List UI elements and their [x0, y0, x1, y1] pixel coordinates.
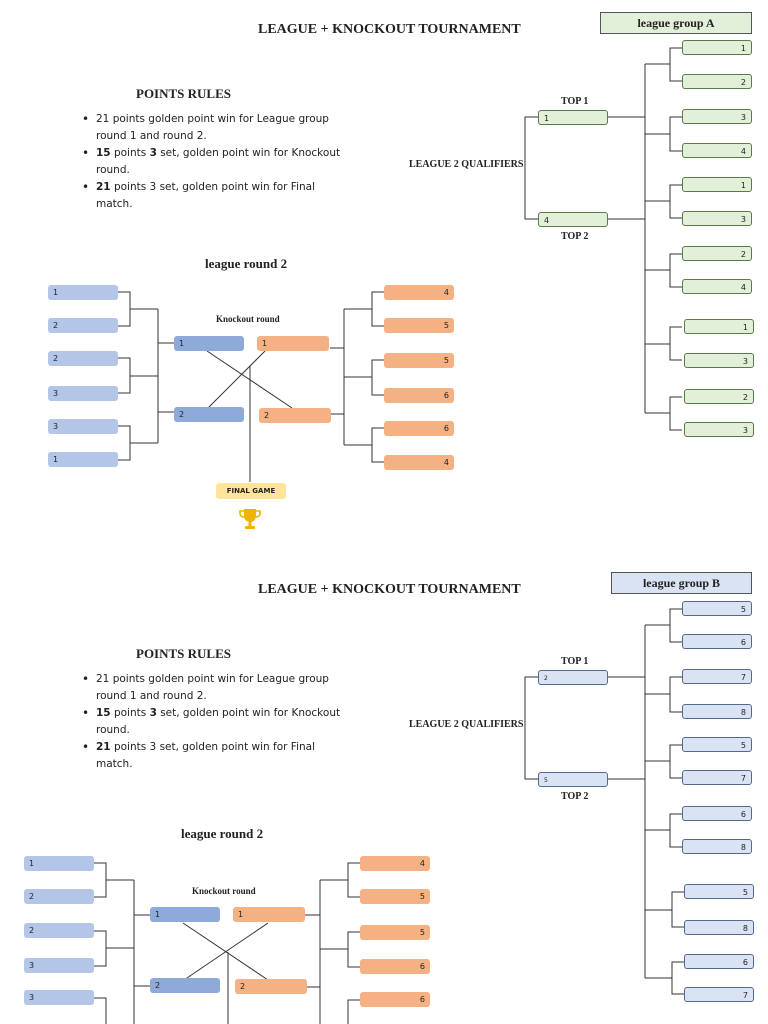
group-slot: 4	[682, 279, 752, 294]
knockout-label: Knockout round	[192, 886, 256, 896]
league-right-slot: 6	[360, 959, 430, 974]
group-slot: 3	[684, 422, 754, 437]
top1-label: TOP 1	[561, 656, 589, 667]
knockout-left-slot: 1	[174, 336, 244, 351]
league-left-slot: 3	[48, 386, 118, 401]
league-right-slot: 6	[384, 421, 454, 436]
group-label-box: league group A	[600, 12, 752, 34]
top1-label: TOP 1	[561, 96, 589, 107]
league-round-label: league round 2	[181, 826, 264, 841]
points-rules-heading: POINTS RULES	[136, 646, 231, 661]
points-rules-list: 21 points golden point win for League gr…	[80, 111, 350, 213]
league-left-slot: 2	[48, 351, 118, 366]
group-slot: 3	[682, 109, 752, 124]
bracket-lines-a	[118, 47, 682, 482]
league-right-slot: 5	[360, 925, 430, 940]
league-left-slot: 2	[24, 889, 94, 904]
rule-item: 15 points 3 set, golden point win for Kn…	[80, 145, 350, 179]
page-title: LEAGUE + KNOCKOUT TOURNAMENT	[258, 22, 521, 37]
knockout-left-slot: 1	[150, 907, 220, 922]
knockout-right-slot: 2	[235, 979, 307, 994]
tournament-section-a: LEAGUE + KNOCKOUT TOURNAMENT POINTS RULE…	[0, 0, 768, 560]
knockout-left-slot: 2	[150, 978, 220, 993]
league-left-slot: 3	[48, 419, 118, 434]
group-slot: 7	[684, 987, 754, 1002]
league-round-label: league round 2	[205, 256, 288, 271]
tournament-section-b: LEAGUE + KNOCKOUT TOURNAMENT POINTS RULE…	[0, 560, 768, 1024]
knockout-right-slot: 1	[257, 336, 329, 351]
bracket-lines-b	[94, 608, 684, 1024]
league-right-slot: 5	[384, 353, 454, 368]
group-slot: 5	[682, 601, 752, 616]
points-rules-heading: POINTS RULES	[136, 86, 231, 101]
trophy-icon	[239, 509, 261, 529]
rule-item: 21 points 3 set, golden point win for Fi…	[80, 179, 350, 213]
group-slot: 5	[682, 737, 752, 752]
league-right-slot: 6	[384, 388, 454, 403]
group-slot: 5	[684, 884, 754, 899]
group-slot: 3	[684, 353, 754, 368]
rule-item: 21 points 3 set, golden point win for Fi…	[80, 739, 350, 773]
top2-slot: 4	[538, 212, 608, 227]
group-slot: 6	[682, 634, 752, 649]
final-game-label: FINAL GAME	[216, 483, 286, 499]
group-slot: 1	[684, 319, 754, 334]
group-slot: 7	[682, 770, 752, 785]
group-label-box: league group B	[611, 572, 752, 594]
group-slot: 8	[684, 920, 754, 935]
knockout-right-slot: 1	[233, 907, 305, 922]
group-slot: 1	[682, 177, 752, 192]
knockout-right-slot: 2	[259, 408, 331, 423]
top1-slot: 2	[538, 670, 608, 685]
league-right-slot: 4	[360, 856, 430, 871]
group-slot: 4	[682, 143, 752, 158]
league-left-slot: 3	[24, 990, 94, 1005]
qualifiers-label: LEAGUE 2 QUALIFIERS	[409, 719, 524, 730]
league-left-slot: 3	[24, 958, 94, 973]
league-right-slot: 4	[384, 455, 454, 470]
league-right-slot: 6	[360, 992, 430, 1007]
league-left-slot: 1	[48, 452, 118, 467]
league-right-slot: 5	[360, 889, 430, 904]
group-slot: 2	[684, 389, 754, 404]
knockout-label: Knockout round	[216, 314, 280, 324]
group-slot: 7	[682, 669, 752, 684]
rule-item: 21 points golden point win for League gr…	[80, 111, 350, 145]
top2-slot: 5	[538, 772, 608, 787]
top2-label: TOP 2	[561, 791, 589, 802]
league-left-slot: 1	[24, 856, 94, 871]
knockout-left-slot: 2	[174, 407, 244, 422]
league-left-slot: 1	[48, 285, 118, 300]
group-slot: 2	[682, 74, 752, 89]
league-right-slot: 4	[384, 285, 454, 300]
group-slot: 6	[682, 806, 752, 821]
group-slot: 1	[682, 40, 752, 55]
group-slot: 3	[682, 211, 752, 226]
top2-label: TOP 2	[561, 231, 589, 242]
qualifiers-label: LEAGUE 2 QUALIFIERS	[409, 159, 524, 170]
rule-item: 21 points golden point win for League gr…	[80, 671, 350, 705]
group-slot: 8	[682, 839, 752, 854]
league-left-slot: 2	[24, 923, 94, 938]
league-left-slot: 2	[48, 318, 118, 333]
group-slot: 6	[684, 954, 754, 969]
points-rules-list: 21 points golden point win for League gr…	[80, 671, 350, 773]
top1-slot: 1	[538, 110, 608, 125]
group-slot: 8	[682, 704, 752, 719]
league-right-slot: 5	[384, 318, 454, 333]
group-slot: 2	[682, 246, 752, 261]
rule-item: 15 points 3 set, golden point win for Kn…	[80, 705, 350, 739]
page-title: LEAGUE + KNOCKOUT TOURNAMENT	[258, 582, 521, 597]
